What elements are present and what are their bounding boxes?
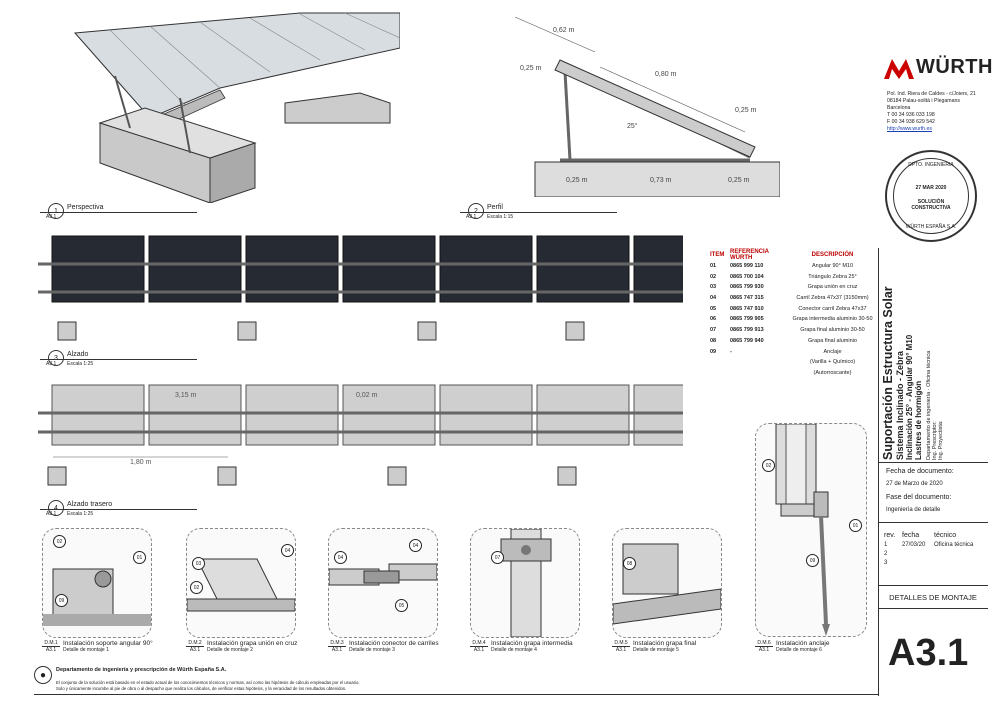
doc-phase-value: Ingeniería de detalle <box>886 507 941 513</box>
ballast-block <box>217 466 237 486</box>
rear-dim-gap: 0,02 m <box>356 392 378 399</box>
doc-subtitle-1: Sistema Inclinado - Zebra <box>895 350 905 460</box>
revision-row: 2 <box>884 551 888 557</box>
doc-proyectista: Ing. Proyectista: <box>938 420 944 460</box>
dim-base2: 0,73 m <box>650 177 672 184</box>
detail-1-drawing: 02 01 09 <box>42 528 152 638</box>
parts-table-header: ITEM REFERENCIA WÜRTH DESCRIPCIÓN <box>710 249 854 262</box>
wurth-logo: WÜRTH <box>884 56 992 82</box>
dim-top: 0,62 m <box>553 27 575 34</box>
parts-table-row: (Varilla + Químico) <box>809 359 856 366</box>
brand-name: WÜRTH <box>916 56 993 78</box>
profile-drawing <box>514 16 780 197</box>
title-block-rotated: Suportación Estructura Solar Sistema Inc… <box>878 256 988 460</box>
front-elevation-drawing <box>38 235 683 341</box>
sheet-name: DETALLES DE MONTAJE <box>889 593 977 602</box>
callout-d6-b: 01 <box>849 519 862 532</box>
view-num-1: 1 <box>48 203 64 219</box>
ballast-block <box>565 321 585 341</box>
panel-back <box>633 384 683 446</box>
ballast-block <box>237 321 257 341</box>
ballast-block <box>557 466 577 486</box>
dim-angle: 25° <box>627 123 638 130</box>
panel-back <box>51 384 145 446</box>
parts-table-row: 09-Anclaje <box>710 348 842 355</box>
dim-right: 0,25 m <box>735 107 757 114</box>
callout-d6-a: 02 <box>762 459 775 472</box>
footer-icon: ● <box>34 666 52 684</box>
company-address: Pol. Ind. Riera de Caldes - c/Joiers, 21… <box>887 91 987 133</box>
view-tag-4: 4 A3.1 Alzado trasero Escala 1:25 <box>40 500 200 520</box>
ballast-block <box>387 466 407 486</box>
ballast-block <box>57 321 77 341</box>
doc-subtitle-3: Lastres de hormigón <box>914 380 923 460</box>
parts-table-row: (Autorroscante) <box>813 369 852 376</box>
ballast-block <box>47 466 67 486</box>
sheet-code: A3.1 <box>888 632 969 674</box>
detail-5-drawing: 08 <box>612 528 722 638</box>
panel-back <box>148 384 242 446</box>
panel-back <box>439 384 533 446</box>
ballast-block <box>417 321 437 341</box>
dim-left: 0,25 m <box>520 65 542 72</box>
doc-phase-label: Fase del documento: <box>886 494 952 501</box>
rear-dim-rail: 3,15 m <box>175 392 197 399</box>
footer-dept: Departamento de ingeniería y prescripció… <box>56 667 227 673</box>
approval-stamp: DPTO. INGENIERIA 27 MAR 2020 SOLUCIÓN CO… <box>885 150 977 242</box>
rear-elevation-drawing <box>38 384 683 486</box>
dim-base1: 0,25 m <box>566 177 588 184</box>
title-block <box>878 248 989 696</box>
wurth-logo-icon <box>884 59 914 79</box>
dim-base3: 0,25 m <box>728 177 750 184</box>
detail-2-drawing: 03 04 02 <box>186 528 296 638</box>
revision-row: 3 <box>884 560 888 566</box>
doc-date-value: 27 de Marzo de 2020 <box>886 481 943 487</box>
view-tag-3: 3 A3.1 Alzado Escala 1:25 <box>40 350 200 370</box>
doc-title: Suportación Estructura Solar <box>881 286 895 460</box>
doc-subtitle-2: Inclinación 25° - Angular 90° M10 <box>905 334 914 460</box>
detail-4-drawing: 07 <box>470 528 580 638</box>
company-web-link[interactable]: http://www.wurth.es <box>887 126 932 132</box>
callout-d6-c: 09 <box>806 554 819 567</box>
detail-6-drawing: 02 01 09 <box>755 423 867 637</box>
perspective-drawing <box>73 12 400 203</box>
view-tag-1: 1 A3.1 Perspectiva <box>40 203 200 223</box>
doc-date-label: Fecha de documento: <box>886 468 954 475</box>
view-tag-2: 2 A3.1 Perfil Escala 1:15 <box>460 203 620 223</box>
panel-back <box>342 384 436 446</box>
footer-note-1: El conjunto de la solución está basado e… <box>56 680 360 685</box>
panel-back <box>245 384 339 446</box>
detail-3-drawing: 04 04 05 <box>328 528 438 638</box>
footer-note-2: Solo y únicamente incumbe al pie de obra… <box>56 686 347 691</box>
dim-diag: 0,80 m <box>655 71 677 78</box>
rear-dim-span: 1,80 m <box>130 459 152 466</box>
panel-back <box>536 384 630 446</box>
